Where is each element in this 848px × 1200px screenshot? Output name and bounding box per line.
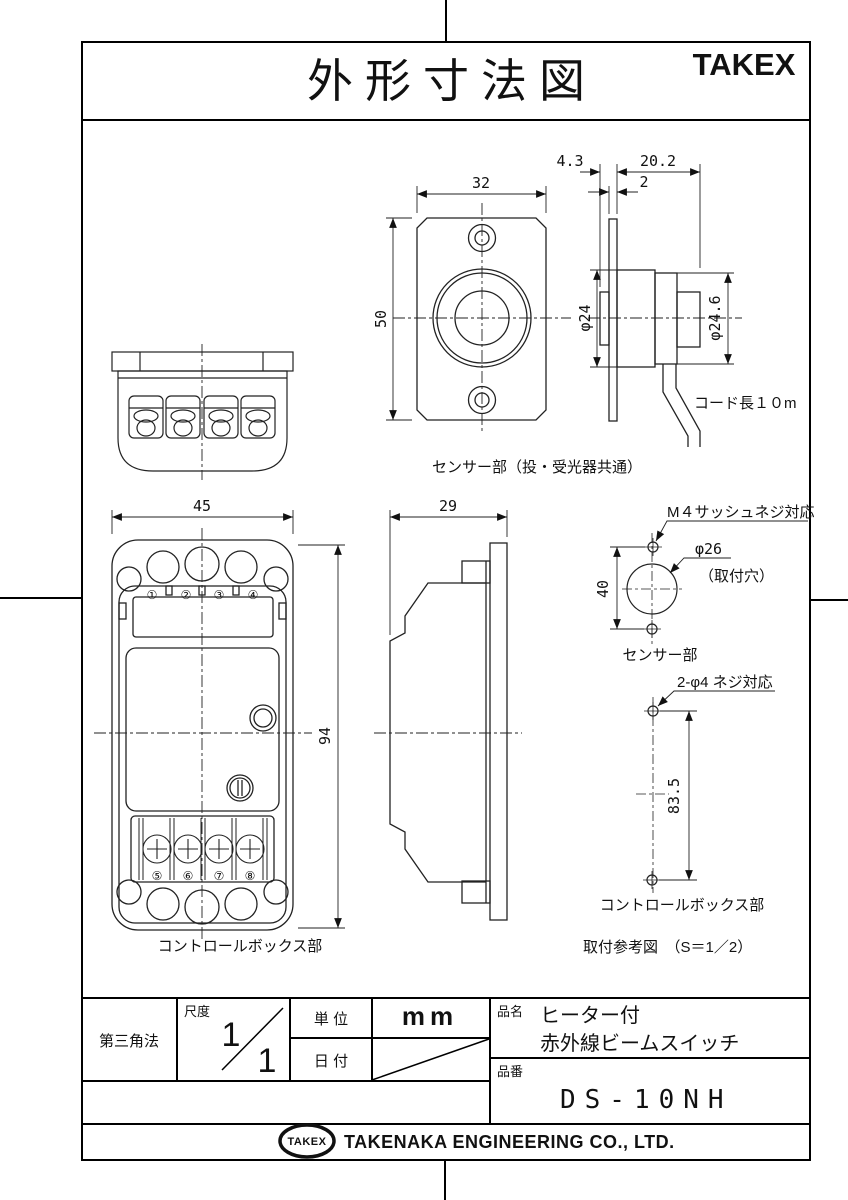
sensor-width-dim: 32: [472, 174, 490, 192]
scale-numerator: 1: [222, 1016, 241, 1054]
model-number-value: DS-10NH: [560, 1085, 733, 1115]
terminal-number-6: ⑥: [183, 869, 194, 883]
terminal-number-7: ⑦: [214, 869, 225, 883]
cord-length-label: コード長１０m: [694, 395, 797, 412]
footer: TAKEX TAKENAKA ENGINEERING CO., LTD.: [278, 1123, 675, 1159]
sensor-view-caption: センサー部（投・受光器共通）: [432, 459, 642, 476]
header: 外形寸法図 TAKEX: [307, 47, 796, 107]
product-name-label: 品名: [497, 1004, 523, 1019]
box-front-caption: コントロールボックス部: [158, 938, 323, 955]
terminal-number-8: ⑧: [245, 869, 256, 883]
unit-value: mm: [402, 1001, 458, 1031]
product-name-line2: 赤外線ビームスイッチ: [540, 1032, 739, 1055]
mounting-ref-sensor: [610, 520, 808, 645]
company-name: TAKENAKA ENGINEERING CO., LTD.: [344, 1132, 675, 1152]
sensor-front-view: [386, 186, 571, 434]
terminal-number-1: ①: [147, 588, 158, 602]
sensor-depth-dim: 20.2: [640, 152, 676, 170]
sensor-hole-note: （取付穴）: [699, 568, 774, 585]
scale-label: 尺度: [184, 1004, 210, 1019]
terminal-number-3: ③: [214, 588, 225, 602]
terminal-number-2: ②: [181, 588, 192, 602]
mounting-sensor-caption: センサー部: [622, 647, 697, 664]
date-label: 日 付: [314, 1053, 348, 1070]
model-number-label: 品番: [497, 1064, 523, 1079]
box-depth-dim: 29: [439, 497, 457, 515]
product-name-line1: ヒーター付: [540, 1004, 640, 1027]
sensor-hole-dia: φ26: [695, 540, 722, 558]
brand-logo: TAKEX: [693, 47, 796, 82]
sensor-side-view: [580, 164, 742, 447]
control-box-side-view: [374, 510, 522, 921]
unit-label: 単 位: [314, 1011, 348, 1028]
mounting-ref-box: [636, 690, 775, 893]
sensor-body-dia-dim: φ24.6: [706, 295, 724, 340]
sensor-height-dim: 50: [372, 310, 390, 328]
box-width-dim: 45: [193, 497, 211, 515]
sensor-flange-dia-dim: φ24: [576, 304, 594, 331]
mounting-box-caption: コントロールボックス部: [600, 897, 765, 914]
box-pitch-dim: 83.5: [665, 778, 683, 814]
sensor-front-dim: 4.3: [556, 152, 583, 170]
terminal-number-5: ⑤: [152, 869, 163, 883]
mounting-figure-caption: 取付参考図 （S＝1／2）: [583, 939, 752, 956]
control-box-front-view: [94, 510, 345, 942]
box-height-dim: 94: [316, 727, 334, 745]
box-screw-note: 2-φ4 ネジ対応: [677, 674, 773, 691]
control-box-top-view: [111, 344, 294, 480]
sensor-pitch-dim: 40: [594, 580, 612, 598]
projection-method: 第三角法: [99, 1032, 159, 1050]
sensor-screw-note: M４サッシュネジ対応: [667, 504, 815, 521]
footer-logo-oval: [278, 1123, 336, 1159]
sensor-plate-dim: 2: [639, 173, 648, 191]
title-block: 第三角法 尺度 1 1 単 位 mm 日 付 品名 ヒーター付 赤外線ビームスイ…: [99, 1001, 739, 1115]
scale-denominator: 1: [258, 1042, 277, 1080]
page-title: 外形寸法図: [307, 55, 597, 107]
sheet-frame: [81, 41, 811, 1161]
terminal-number-4: ④: [248, 588, 259, 602]
footer-logo-text: TAKEX: [288, 1136, 327, 1148]
